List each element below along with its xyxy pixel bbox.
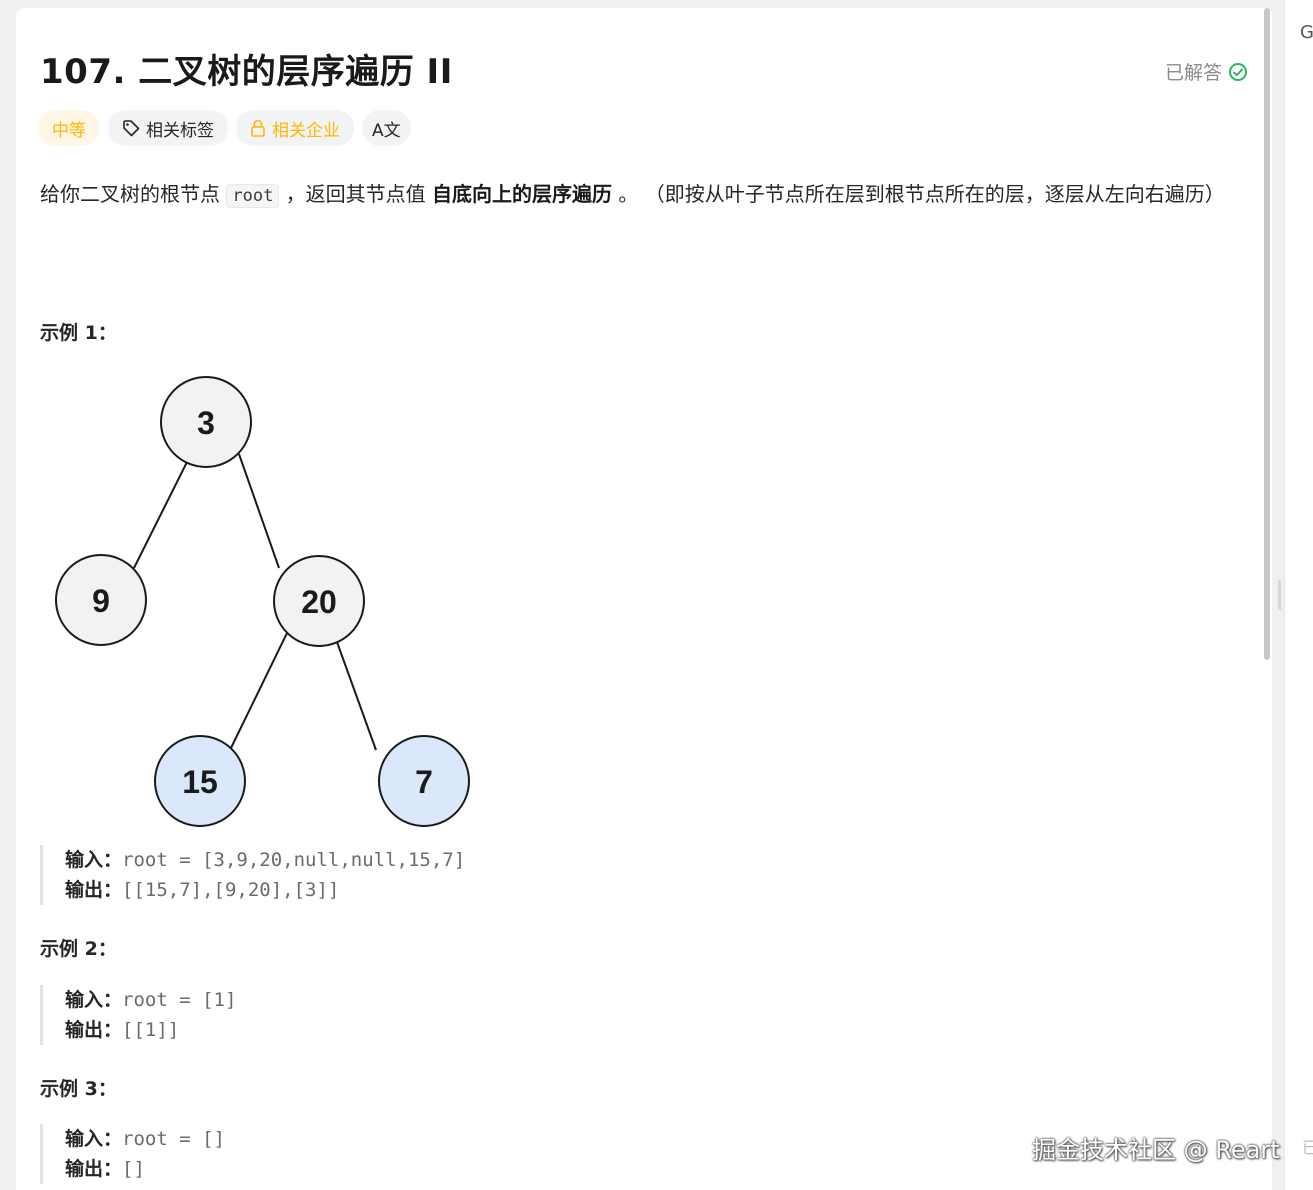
right-panel-tab-letter[interactable]: G — [1300, 22, 1313, 43]
solved-label: 已解答 — [1164, 62, 1222, 84]
lock-icon — [250, 119, 266, 137]
tree-node-7: 7 — [378, 735, 470, 827]
translate-icon: A文 — [372, 120, 401, 141]
desc-part1: 给你二叉树的根节点 — [40, 182, 227, 206]
tree-node-3: 3 — [160, 376, 252, 468]
desc-code-root: root — [226, 184, 280, 208]
tree-node-20-label: 20 — [301, 584, 337, 620]
example-3-title: 示例 3： — [40, 1078, 117, 1100]
problem-title: 107. 二叉树的层序遍历 II — [40, 52, 453, 92]
tree-node-9-label: 9 — [92, 583, 110, 619]
tree-node-7-label: 7 — [415, 764, 433, 800]
tree-node-15: 15 — [154, 735, 246, 827]
problem-description: 给你二叉树的根节点 root ，返回其节点值 自底向上的层序遍历 。 （即按从叶… — [40, 178, 1250, 212]
problem-panel: 107. 二叉树的层序遍历 II 已解答 中等 相关标签 — [16, 8, 1272, 1190]
panel-resize-handle[interactable] — [1278, 580, 1281, 610]
topics-label: 相关标签 — [146, 120, 214, 141]
check-circle-icon — [1228, 62, 1248, 82]
tree-node-3-label: 3 — [197, 405, 215, 441]
example-1-output: [[15,7],[9,20],[3]] — [122, 879, 340, 901]
input-label: 输入： — [65, 849, 123, 871]
input-label: 输入： — [65, 1128, 123, 1150]
right-panel-tiny-text: 已 — [1302, 1138, 1313, 1157]
tree-node-20: 20 — [273, 555, 365, 647]
watermark: 掘金技术社区 @ Reart — [1032, 1136, 1280, 1164]
output-label: 输出： — [65, 1019, 123, 1041]
example-2-io: 输入：root = [1] 输出：[[1]] — [40, 985, 236, 1045]
tree-edge-20-7 — [332, 630, 377, 751]
solved-status: 已解答 — [1165, 58, 1248, 85]
vertical-scrollbar[interactable] — [1264, 8, 1270, 660]
tree-edge-3-9 — [133, 453, 192, 569]
example-3-output: [] — [122, 1158, 145, 1180]
example-2-output: [[1]] — [122, 1019, 180, 1041]
tag-bar: 中等 相关标签 相关企业 A文 — [38, 110, 411, 146]
companies-tag-button[interactable]: 相关企业 — [236, 110, 354, 146]
example-1-io: 输入：root = [3,9,20,null,null,15,7] 输出：[[1… — [40, 845, 465, 905]
tree-edge-20-15 — [230, 630, 289, 749]
companies-label: 相关企业 — [272, 120, 340, 141]
difficulty-badge[interactable]: 中等 — [38, 110, 100, 146]
example-3-io: 输入：root = [] 输出：[] — [40, 1124, 225, 1184]
difficulty-label: 中等 — [52, 120, 86, 141]
example-1-tree-diagram: 3 9 20 15 7 — [55, 376, 470, 827]
tree-edge-3-20 — [238, 453, 280, 569]
example-3-input: root = [] — [122, 1128, 225, 1150]
desc-part2: ，返回其节点值 — [279, 182, 433, 206]
tree-node-15-label: 15 — [182, 764, 218, 800]
example-1-input: root = [3,9,20,null,null,15,7] — [122, 849, 466, 871]
translate-button[interactable]: A文 — [362, 110, 411, 146]
example-2-input: root = [1] — [122, 989, 237, 1011]
example-1-title: 示例 1： — [40, 322, 117, 344]
right-panel — [1284, 0, 1313, 1190]
output-label: 输出： — [65, 1158, 123, 1180]
desc-bold: 自底向上的层序遍历 — [432, 182, 613, 206]
tree-node-9: 9 — [55, 554, 147, 646]
tag-icon — [122, 119, 140, 137]
output-label: 输出： — [65, 879, 123, 901]
input-label: 输入： — [65, 989, 123, 1011]
desc-part3: 。 （即按从叶子节点所在层到根节点所在的层，逐层从左向右遍历） — [612, 182, 1225, 206]
example-2-title: 示例 2： — [40, 938, 117, 960]
topics-tag-button[interactable]: 相关标签 — [108, 110, 228, 146]
